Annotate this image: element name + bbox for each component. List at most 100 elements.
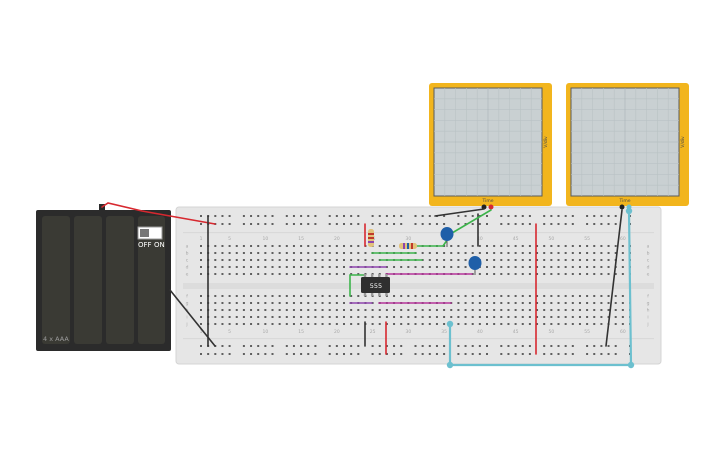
terminal-hole[interactable] [228,252,231,254]
terminal-hole[interactable] [464,316,467,318]
rail-hole[interactable] [335,353,338,355]
terminal-hole[interactable] [250,259,253,261]
terminal-hole[interactable] [578,259,581,261]
terminal-hole[interactable] [314,309,317,311]
terminal-hole[interactable] [478,245,481,247]
terminal-hole[interactable] [421,266,424,268]
terminal-hole[interactable] [586,316,589,318]
terminal-hole[interactable] [514,273,517,275]
rail-hole[interactable] [457,223,460,225]
rail-hole[interactable] [271,223,274,225]
terminal-hole[interactable] [557,245,560,247]
rail-hole[interactable] [528,223,531,225]
rail-hole[interactable] [586,345,589,347]
oscilloscope-2[interactable]: V/div Time [566,83,689,210]
rail-hole[interactable] [614,215,617,217]
rail-hole[interactable] [500,345,503,347]
rail-hole[interactable] [228,223,231,225]
terminal-hole[interactable] [564,259,567,261]
rail-hole[interactable] [557,345,560,347]
terminal-hole[interactable] [343,266,345,268]
terminal-hole[interactable] [264,245,267,247]
terminal-hole[interactable] [335,295,338,297]
terminal-hole[interactable] [214,245,217,247]
terminal-hole[interactable] [378,316,381,318]
terminal-hole[interactable] [521,259,524,261]
terminal-hole[interactable] [528,302,531,304]
terminal-hole[interactable] [528,273,531,275]
terminal-hole[interactable] [214,316,217,318]
terminal-hole[interactable] [478,295,481,297]
terminal-hole[interactable] [528,316,531,318]
terminal-hole[interactable] [214,273,217,275]
rail-hole[interactable] [378,353,381,355]
terminal-hole[interactable] [493,273,496,275]
terminal-hole[interactable] [578,323,581,325]
terminal-hole[interactable] [578,316,581,318]
terminal-hole[interactable] [292,309,295,311]
rail-hole[interactable] [200,353,202,355]
rail-hole[interactable] [242,223,245,225]
terminal-hole[interactable] [214,259,217,261]
terminal-hole[interactable] [464,259,467,261]
terminal-hole[interactable] [586,266,589,268]
terminal-hole[interactable] [400,323,403,325]
rail-hole[interactable] [214,353,217,355]
terminal-hole[interactable] [357,295,360,297]
terminal-hole[interactable] [400,266,403,268]
terminal-hole[interactable] [350,323,353,325]
terminal-hole[interactable] [500,309,503,311]
terminal-hole[interactable] [314,273,317,275]
rail-hole[interactable] [250,215,253,217]
terminal-hole[interactable] [235,273,238,275]
rail-hole[interactable] [435,223,438,225]
terminal-hole[interactable] [614,316,617,318]
terminal-hole[interactable] [614,245,617,247]
terminal-hole[interactable] [471,252,474,254]
terminal-hole[interactable] [550,295,553,297]
terminal-hole[interactable] [521,295,524,297]
terminal-hole[interactable] [521,252,524,254]
terminal-hole[interactable] [514,316,517,318]
terminal-hole[interactable] [443,316,446,318]
terminal-hole[interactable] [292,316,295,318]
terminal-hole[interactable] [285,323,288,325]
terminal-hole[interactable] [435,323,438,325]
terminal-hole[interactable] [228,309,231,311]
terminal-hole[interactable] [221,316,224,318]
terminal-hole[interactable] [450,316,453,318]
terminal-hole[interactable] [200,295,202,297]
rail-hole[interactable] [478,353,481,355]
terminal-hole[interactable] [407,323,410,325]
terminal-hole[interactable] [578,302,581,304]
terminal-hole[interactable] [564,309,567,311]
rail-hole[interactable] [593,345,596,347]
rail-hole[interactable] [507,215,510,217]
terminal-hole[interactable] [257,273,260,275]
terminal-hole[interactable] [285,273,288,275]
terminal-hole[interactable] [364,252,367,254]
terminal-hole[interactable] [250,309,253,311]
rail-hole[interactable] [264,353,267,355]
terminal-hole[interactable] [221,295,224,297]
wire-scope1-ground[interactable] [434,208,485,217]
rail-hole[interactable] [228,353,231,355]
terminal-hole[interactable] [200,273,202,275]
terminal-hole[interactable] [300,302,303,304]
terminal-hole[interactable] [493,295,496,297]
rail-hole[interactable] [271,353,274,355]
terminal-hole[interactable] [600,273,603,275]
rail-hole[interactable] [314,345,317,347]
terminal-hole[interactable] [271,252,274,254]
terminal-hole[interactable] [514,309,517,311]
terminal-hole[interactable] [564,273,567,275]
terminal-hole[interactable] [578,295,581,297]
rail-hole[interactable] [557,223,560,225]
terminal-hole[interactable] [385,316,388,318]
terminal-hole[interactable] [443,245,446,247]
terminal-hole[interactable] [371,259,374,261]
terminal-hole[interactable] [593,266,596,268]
terminal-hole[interactable] [450,295,453,297]
terminal-hole[interactable] [343,259,345,261]
terminal-hole[interactable] [486,273,488,275]
